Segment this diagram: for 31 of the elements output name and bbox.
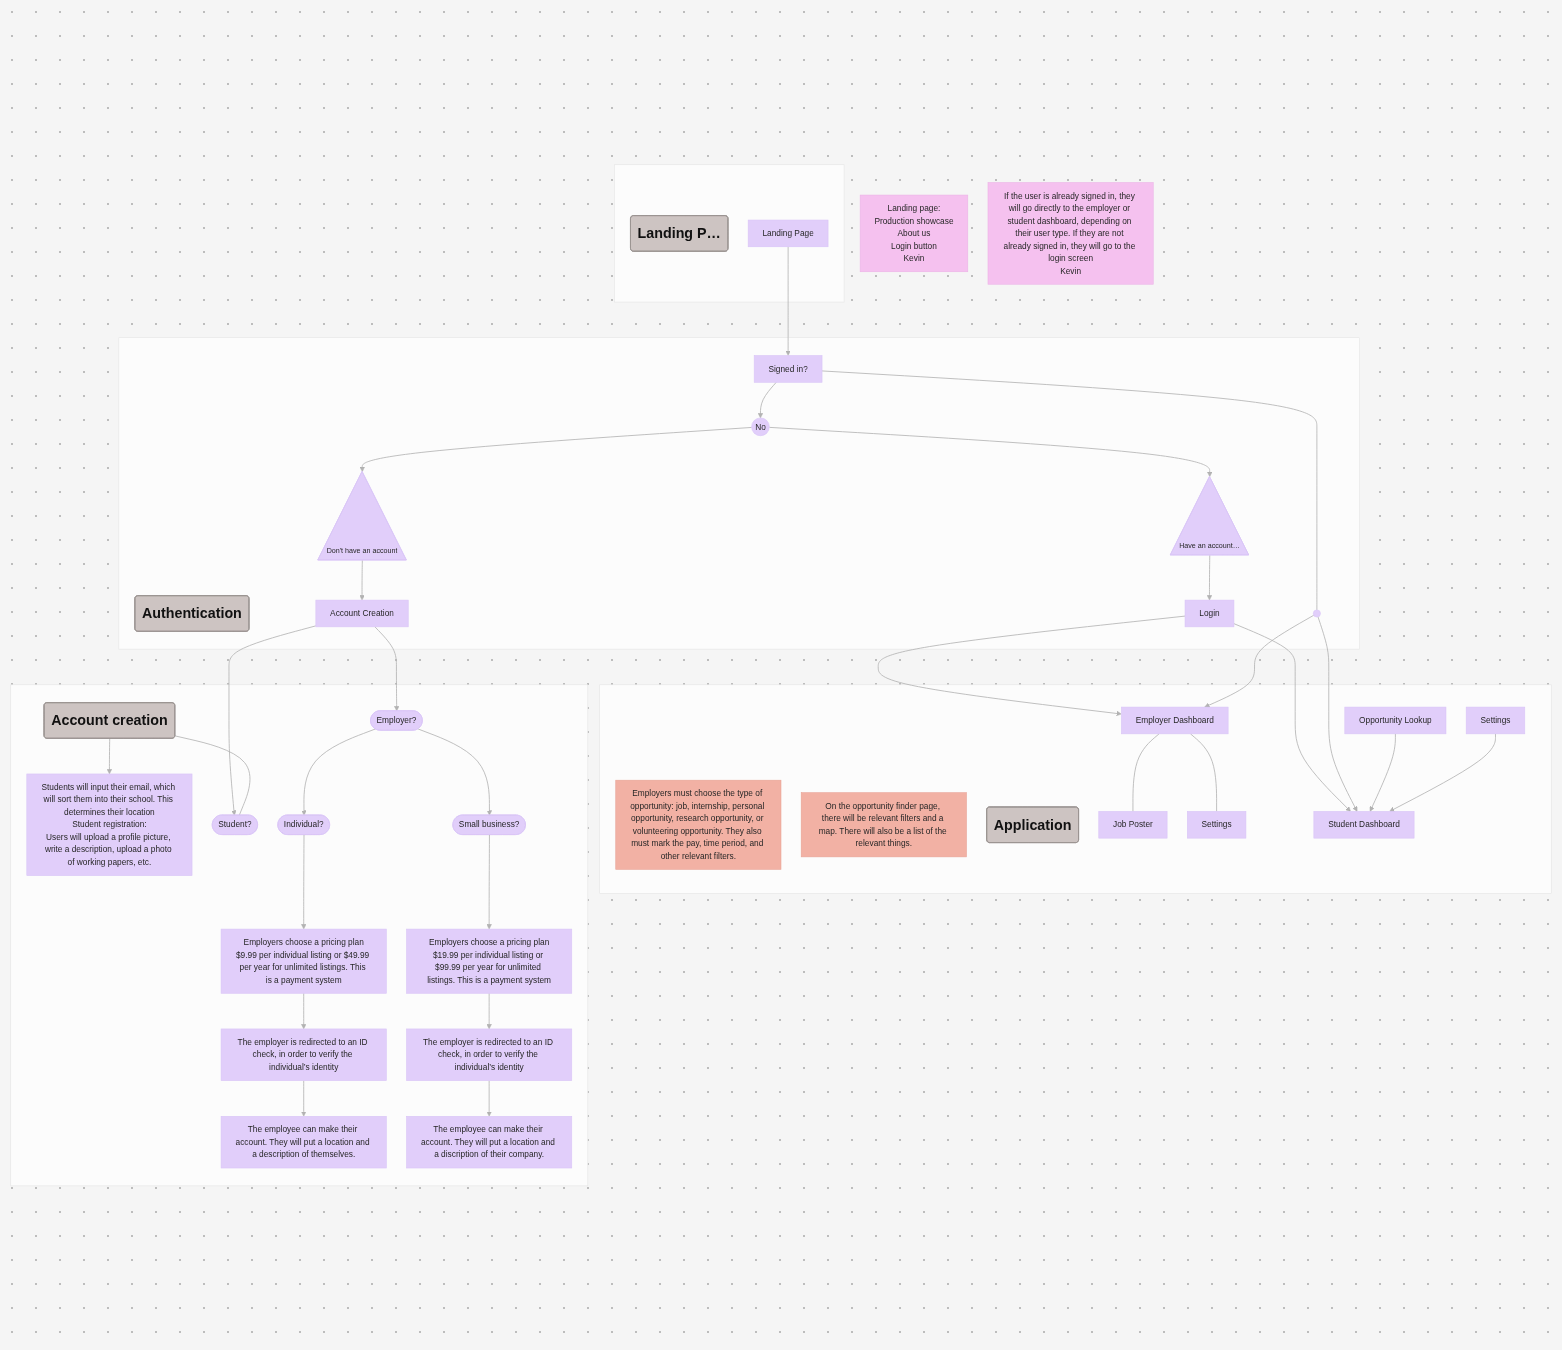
node-box: Employers choose a pricing plan $9.99 per individual listing or $49.99 per year for unlimited listings. This is a payment system: [220, 928, 387, 994]
node-box: Landing page: Production showcase About us Login button Kevin: [859, 194, 969, 272]
cluster: [118, 337, 1360, 650]
connector: [1190, 733, 1218, 812]
node-box: The employee can make their account. They will put a location and a discription of their company.: [406, 1115, 573, 1168]
node-box: Opportunity Lookup: [1344, 706, 1447, 734]
node-box: The employee can make their account. They will put a location and a description of themselves.: [220, 1115, 387, 1168]
node-box: The employer is redirected to an ID check, in order to verify the individual’s identity: [220, 1028, 387, 1081]
node-box: Settings: [1465, 706, 1526, 734]
node-box: Account Creation: [315, 599, 409, 627]
cluster: [614, 164, 845, 303]
connector: [174, 735, 251, 816]
node-box: Employers choose a pricing plan $19.99 per individual listing or $99.99 per year for unlimited listings. This is a payment system: [406, 928, 573, 994]
cluster: [599, 684, 1552, 894]
node-box: Employers must choose the type of opportunity: job, internship, personal opportunity, research opportunity, or volunteering opportunity. They also must mark the pay, time period, and other relevant filters.: [615, 779, 782, 870]
node-box: Student Dashboard: [1313, 810, 1415, 839]
node-box: If the user is already signed in, they will go directly to the employer or student dashboard, depending on their user type. If they are not already signed in, they will go to the login screen Kevin: [987, 181, 1154, 285]
node-box: Employer Dashboard: [1121, 706, 1229, 734]
connector: [1132, 733, 1160, 812]
node-box: Landing Page: [747, 219, 829, 247]
node-box: Job Poster: [1098, 810, 1168, 839]
node-box: The employer is redirected to an ID check, in order to verify the individual’s identity: [406, 1028, 573, 1081]
node-box: Settings: [1187, 810, 1247, 839]
node-box: Students will input their email, which will sort them into their school. This determines their location Student registration: Users will upload a profile picture, write a description, upload a photo of working papers, etc.: [26, 773, 193, 876]
node-circle: No: [751, 417, 770, 436]
node-box: Login: [1184, 599, 1235, 627]
node-box: On the opportunity finder page, there will be relevant filters and a map. There will also be a list of the relevant things.: [800, 792, 967, 857]
connector: [821, 370, 1318, 610]
cluster: [10, 684, 589, 1186]
node-box: Signed in?: [753, 354, 823, 383]
node-circle: [1313, 609, 1321, 618]
